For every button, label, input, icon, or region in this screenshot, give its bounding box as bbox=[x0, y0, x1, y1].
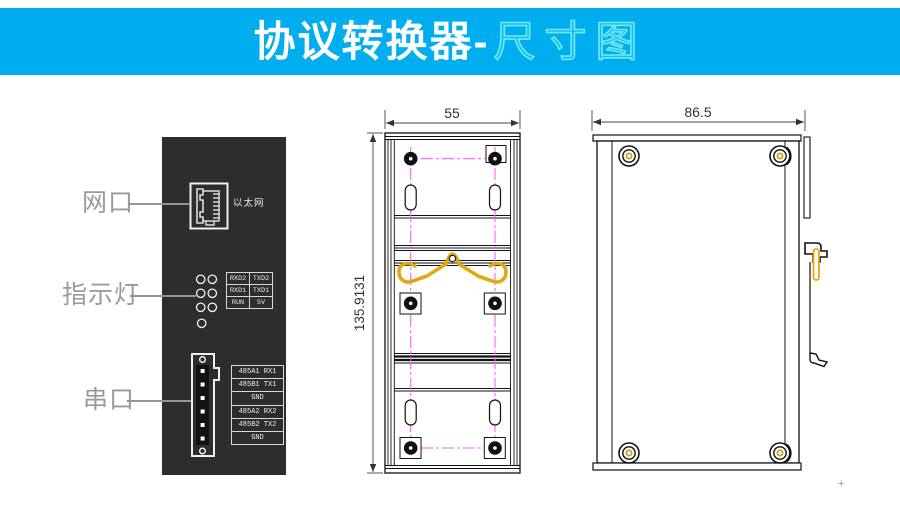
serial-cell: 485B1 TX1 bbox=[231, 378, 284, 393]
serial-cell: 485B2 TX2 bbox=[231, 417, 284, 432]
side-width-dimension bbox=[591, 110, 806, 131]
side-view-body bbox=[592, 134, 811, 471]
din-clip-spring bbox=[397, 252, 508, 284]
header-banner: 协议转换器- 尺寸图 bbox=[0, 8, 900, 75]
led-cell: RXD1 bbox=[226, 284, 250, 297]
front-width-dimension bbox=[384, 110, 521, 129]
side-width-value: 86.5 bbox=[684, 104, 711, 120]
led-lights-icon bbox=[195, 274, 218, 329]
corner-cross-marker: + bbox=[838, 478, 845, 490]
serial-connector-icon bbox=[191, 353, 220, 457]
led-cell: TXD1 bbox=[249, 284, 273, 297]
led-cell: 5V bbox=[249, 296, 273, 309]
page-subtitle: 尺寸图 bbox=[493, 17, 647, 65]
led-cell: TXD2 bbox=[249, 272, 273, 285]
callout-line-serial bbox=[127, 400, 191, 402]
din-clip-side bbox=[804, 242, 829, 368]
callout-line-network bbox=[128, 203, 190, 205]
serial-cell: 485A1 RX1 bbox=[231, 364, 284, 380]
serial-cell: 485A2 RX2 bbox=[231, 404, 284, 419]
page-title: 协议转换器- bbox=[253, 17, 490, 65]
callout-serial-port: 串口 bbox=[83, 386, 136, 414]
ethernet-jack-icon bbox=[189, 182, 229, 230]
ethernet-label: 以太网 bbox=[233, 198, 265, 209]
front-width-value: 55 bbox=[444, 105, 460, 121]
led-cell: RXD2 bbox=[226, 272, 250, 285]
front-height-value: 135.9131 bbox=[352, 275, 367, 331]
callout-line-indicator bbox=[130, 295, 196, 297]
led-cell: RUN bbox=[226, 296, 250, 309]
screw-holes bbox=[403, 151, 502, 455]
side-screws bbox=[618, 145, 792, 464]
serial-label-table: 485A1 RX1 485B1 TX1 GND 485A2 RX2 485B2 … bbox=[231, 364, 284, 446]
serial-cell: GND bbox=[231, 430, 284, 446]
side-view-drawing: 86.5 bbox=[591, 104, 829, 471]
front-view-drawing: 55 135.9131 bbox=[352, 105, 521, 474]
mounting-slots bbox=[404, 184, 502, 426]
device-front-panel: 以太网 RXD2 TXD2 RXD1 TXD1 RUN 5V bbox=[162, 137, 286, 475]
serial-cell: GND bbox=[231, 391, 284, 406]
callout-network-port: 网口 bbox=[82, 189, 135, 217]
callout-indicator-lights: 指示灯 bbox=[62, 281, 141, 309]
led-label-table: RXD2 TXD2 RXD1 TXD1 RUN 5V bbox=[226, 272, 273, 309]
front-height-dimension bbox=[367, 132, 383, 474]
